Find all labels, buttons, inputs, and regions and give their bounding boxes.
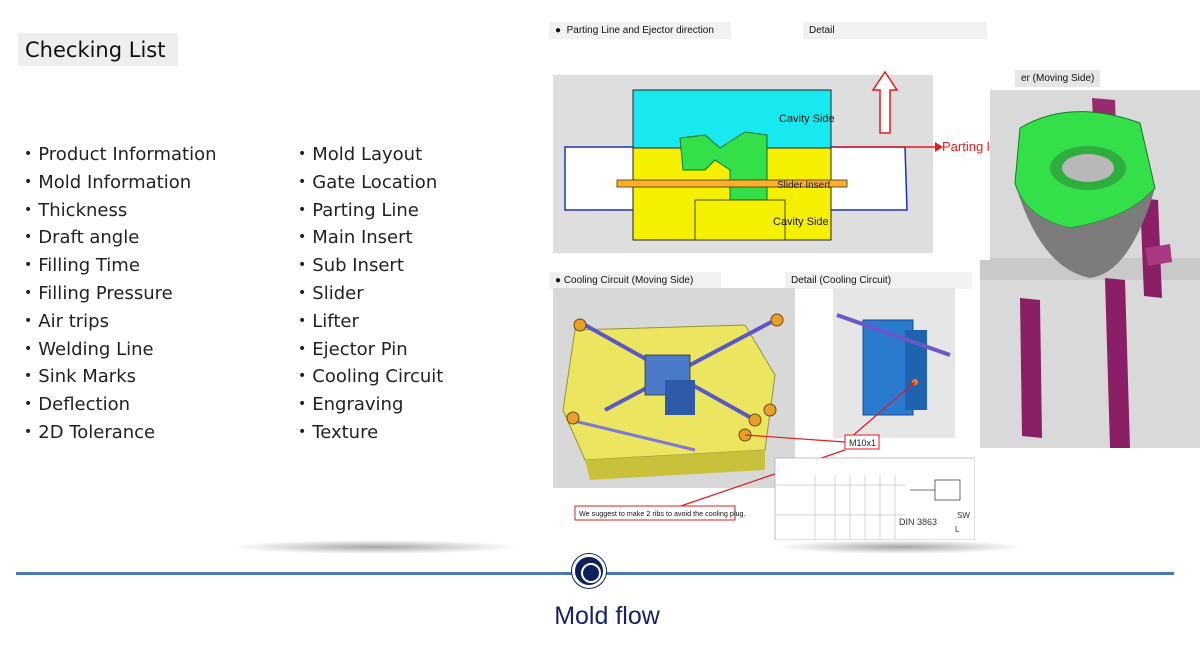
sw-label: SW [957,511,970,520]
moving-side-model-image [980,90,1200,448]
checklist-item: Mold Information [24,170,217,198]
checklist-item: Cooling Circuit [298,364,443,392]
cavity-side-bottom-label: Cavity Side [773,216,829,228]
parting-line-header: ● Parting Line and Ejector direction [549,22,731,39]
checklist-item: Product Information [24,142,216,170]
checklist-title: Checking List [25,38,166,62]
moving-side-panel: er (Moving Side) [980,68,1200,448]
card-shadow [230,540,520,554]
cooling-header-text: Cooling Circuit (Moving Side) [563,275,694,286]
din-label: DIN 3863 [899,517,937,527]
checklist-item: Filling Time [24,253,217,281]
l-dimension-label: L [955,525,960,534]
checklist-item: Air trips [24,309,217,337]
cooling-header: ● Cooling Circuit (Moving Side) [549,272,721,289]
checklist-item: 2D Tolerance [24,420,217,448]
parting-detail-header: Detail [803,22,987,39]
cooling-circuit-diagram: M10x1 DIN 3863 SW L We suggest to make 2… [553,288,975,540]
checklist-item: Ejector Pin [298,337,443,365]
checklist-item: Welding Line [24,337,217,365]
bullet-dot-icon: ● [555,25,567,36]
checklist-item: Mold Layout [298,142,443,170]
parting-line-panel: ● Parting Line and Ejector direction Det… [545,20,990,260]
parting-line-diagram: Cavity Side Slider Insert Cavity Side Pa… [553,70,990,253]
bullet-dot-icon: ● [555,275,564,286]
timeline-section-label: Mold flow [554,602,660,630]
cavity-side-top-label: Cavity Side [779,113,835,125]
checklist-left: Product Information Mold Information Thi… [24,142,217,448]
cooling-circuit-panel: ● Cooling Circuit (Moving Side) Detail (… [545,270,975,540]
cooling-note: We suggest to make 2 ribs to avoid the c… [579,509,745,518]
checklist-item: Gate Location [298,170,443,198]
checklist-right: Mold Layout Gate Location Parting Line M… [298,142,443,448]
parting-line-header-text: Parting Line and Ejector direction [566,25,714,36]
checklist-item: Slider [298,281,443,309]
card-shadow [775,540,1025,554]
checklist-item: Engraving [298,392,443,420]
timeline-node-icon[interactable] [572,554,606,588]
checklist-item: Thickness [24,198,217,226]
checklist-item: Sub Insert [298,253,443,281]
cooling-detail-header: Detail (Cooling Circuit) [785,272,972,289]
checklist-item: Sink Marks [24,364,217,392]
checklist-item: Draft angle [24,225,217,253]
m10x1-callout: M10x1 [849,438,876,448]
checklist-item: Parting Line [298,198,443,226]
slider-insert-label: Slider Insert [777,180,831,191]
moving-side-header: er (Moving Side) [1015,70,1101,87]
checklist-item: Deflection [24,392,217,420]
checklist-item: Texture [298,420,443,448]
checklist-item: Main Insert [298,225,443,253]
parting-line-label: Parting line [942,139,990,154]
checklist-item: Filling Pressure [24,281,217,309]
checklist-item: Lifter [298,309,443,337]
checklist-title-box: Checking List [18,33,178,66]
